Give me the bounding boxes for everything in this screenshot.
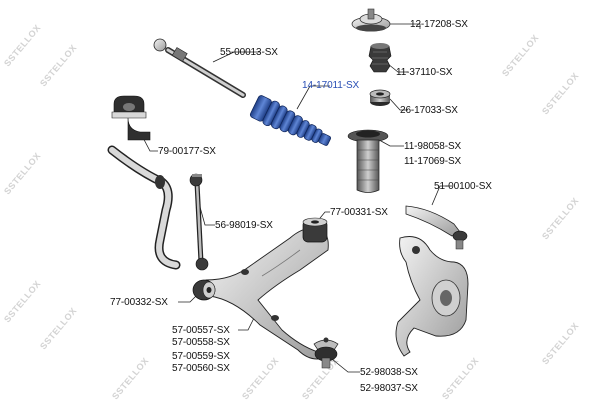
label-11-37110-sx: 11-37110-SX (396, 67, 453, 78)
tie-rod-end-part (405, 205, 468, 250)
label-57-00560-sx: 57-00560-SX (172, 363, 230, 374)
label-11-17069-sx: 11-17069-SX (404, 156, 462, 167)
steering-boot-part (249, 95, 332, 146)
steering-knuckle-part (395, 236, 469, 357)
inner-tie-rod-part (153, 38, 246, 98)
top-mount-part (351, 8, 391, 32)
label-79-00177-sx: 79-00177-SX (158, 146, 216, 157)
shock-dust-boot-part (347, 129, 389, 193)
rear-bushing-part (192, 279, 216, 301)
bump-stop-part (368, 43, 392, 73)
label-52-98038-sx: 52-98038-SX (360, 367, 418, 378)
control-arm-part (205, 227, 329, 360)
bearing-part (369, 89, 391, 106)
label-57-00557-sx: 57-00557-SX (172, 325, 230, 336)
stabilizer-link-part (189, 173, 209, 271)
label-55-00013-sx: 55-00013-SX (220, 47, 278, 58)
stabilizer-bushing-part (111, 95, 151, 141)
label-11-98058-sx: 11-98058-SX (404, 141, 462, 152)
label-57-00559-sx: 57-00559-SX (172, 351, 230, 362)
front-bushing-part (302, 217, 328, 243)
ball-joint-part (313, 337, 339, 369)
stabilizer-bar-part (107, 145, 181, 270)
label-14-17011-sx: 14-17011-SX (302, 80, 360, 91)
label-52-98037-sx: 52-98037-SX (360, 383, 418, 394)
label-57-00558-sx: 57-00558-SX (172, 337, 230, 348)
label-77-00331-sx: 77-00331-SX (330, 207, 388, 218)
label-12-17208-sx: 12-17208-SX (410, 19, 468, 30)
label-77-00332-sx: 77-00332-SX (110, 297, 168, 308)
label-51-00100-sx: 51-00100-SX (434, 181, 492, 192)
label-56-98019-sx: 56-98019-SX (215, 220, 273, 231)
label-26-17033-sx: 26-17033-SX (400, 105, 458, 116)
